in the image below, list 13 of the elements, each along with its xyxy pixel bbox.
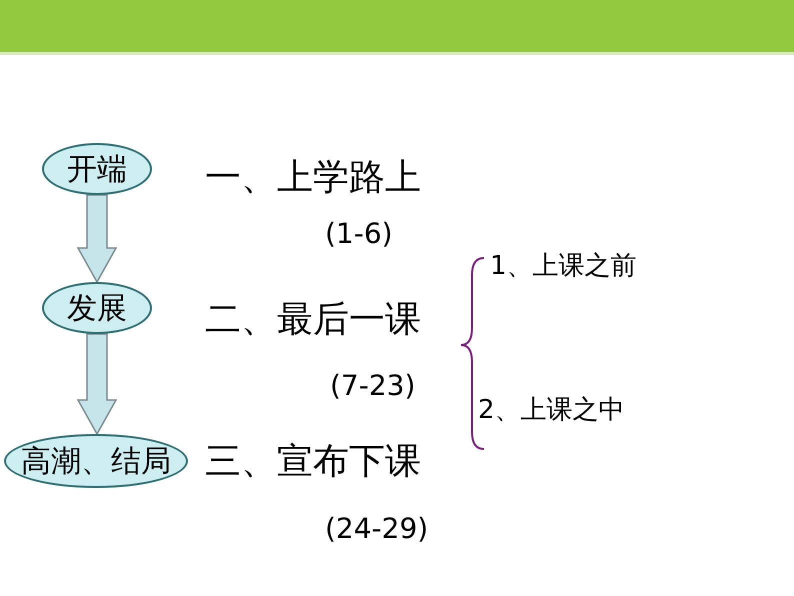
stage-oval: 发展 — [42, 282, 152, 334]
section-heading: 二、最后一课 — [205, 302, 421, 338]
stage-oval: 开端 — [42, 143, 152, 195]
block-arrow — [76, 194, 118, 284]
section-heading: 一、上学路上 — [205, 160, 421, 196]
subsection-label: 2、上课之中 — [478, 397, 625, 423]
subsection-label: 1、上课之前 — [490, 253, 637, 279]
stage-oval: 高潮、结局 — [4, 434, 188, 488]
block-arrow — [76, 333, 118, 436]
paragraph-range: (1-6) — [325, 220, 393, 248]
paragraph-range: (24-29) — [325, 515, 428, 543]
paragraph-range: (7-23) — [330, 372, 416, 400]
section-heading: 三、宣布下课 — [205, 444, 421, 480]
